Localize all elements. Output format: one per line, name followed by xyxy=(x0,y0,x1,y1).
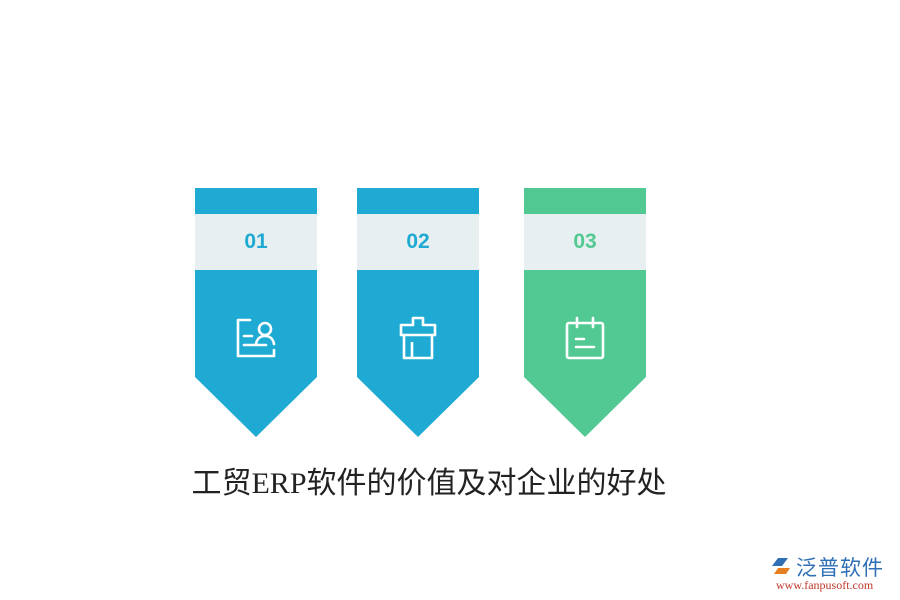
step-card-03: 03 xyxy=(524,188,646,437)
step-card-02: 02 xyxy=(357,188,479,437)
logo-brand-text: 泛普软件 xyxy=(796,556,884,580)
step-number: 01 xyxy=(195,214,317,270)
logo-url-text: www.fanpusoft.com xyxy=(776,578,874,592)
calendar-notes-icon xyxy=(565,316,605,360)
page-title: 工贸ERP软件的价值及对企业的好处 xyxy=(191,467,667,500)
step-number: 02 xyxy=(357,214,479,270)
person-card-icon xyxy=(236,318,276,358)
gift-box-icon xyxy=(399,316,437,360)
step-number: 03 xyxy=(524,214,646,270)
logo-mark-icon xyxy=(772,558,790,574)
step-card-01: 01 xyxy=(195,188,317,437)
brand-logo: 泛普软件 www.fanpusoft.com xyxy=(768,552,896,594)
